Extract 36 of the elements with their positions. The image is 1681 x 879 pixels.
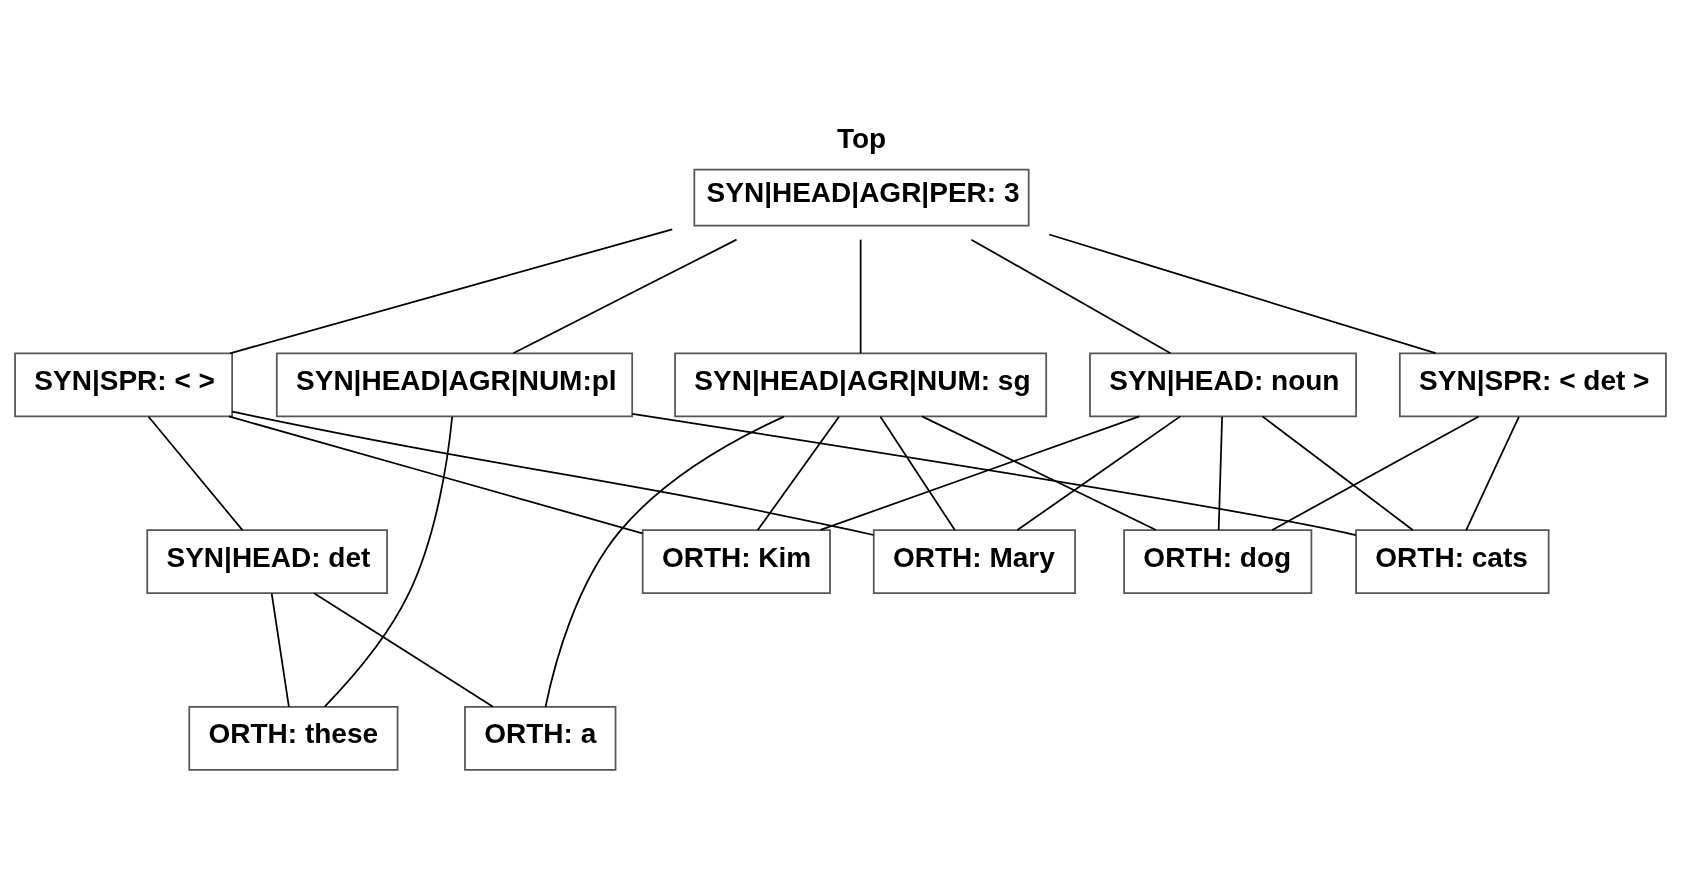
connector (313, 591, 494, 708)
node-box: ORTH: a (464, 705, 617, 771)
connector (147, 415, 244, 531)
connector (1016, 415, 1182, 531)
node-box: ORTH: Kim (641, 528, 831, 594)
connector (1217, 415, 1223, 531)
connector (231, 410, 875, 536)
node-label: Top (837, 122, 887, 154)
connector (631, 412, 1357, 536)
connector (1271, 415, 1480, 531)
node-box: ORTH: cats (1355, 528, 1550, 594)
node-box: ORTH: Mary (872, 528, 1076, 594)
connector (879, 415, 956, 531)
node-box: SYN|SPR: < > (14, 351, 234, 417)
connector (859, 238, 862, 354)
connector (229, 227, 674, 354)
connector (1048, 233, 1437, 354)
node-box: ORTH: dog (1123, 528, 1313, 594)
connector (323, 415, 454, 707)
connector (1261, 415, 1414, 531)
connector (512, 238, 738, 354)
connector (819, 415, 1141, 531)
node-box: SYN|HEAD|AGR|PER: 3 (693, 168, 1030, 226)
node-box: SYN|SPR: < det > (1398, 351, 1667, 417)
connector (756, 415, 840, 531)
connector (228, 415, 644, 534)
node-box: SYN|HEAD|AGR|NUM: sg (674, 351, 1048, 417)
node-box: ORTH: these (188, 705, 399, 771)
connector (544, 415, 785, 708)
connector (270, 592, 290, 708)
node-box: SYN|HEAD: det (146, 528, 388, 594)
connector (970, 238, 1172, 354)
connector (921, 415, 1157, 531)
node-box: SYN|HEAD|AGR|NUM:pl (275, 351, 634, 417)
connector (1465, 415, 1520, 531)
node-box: SYN|HEAD: noun (1089, 351, 1357, 417)
